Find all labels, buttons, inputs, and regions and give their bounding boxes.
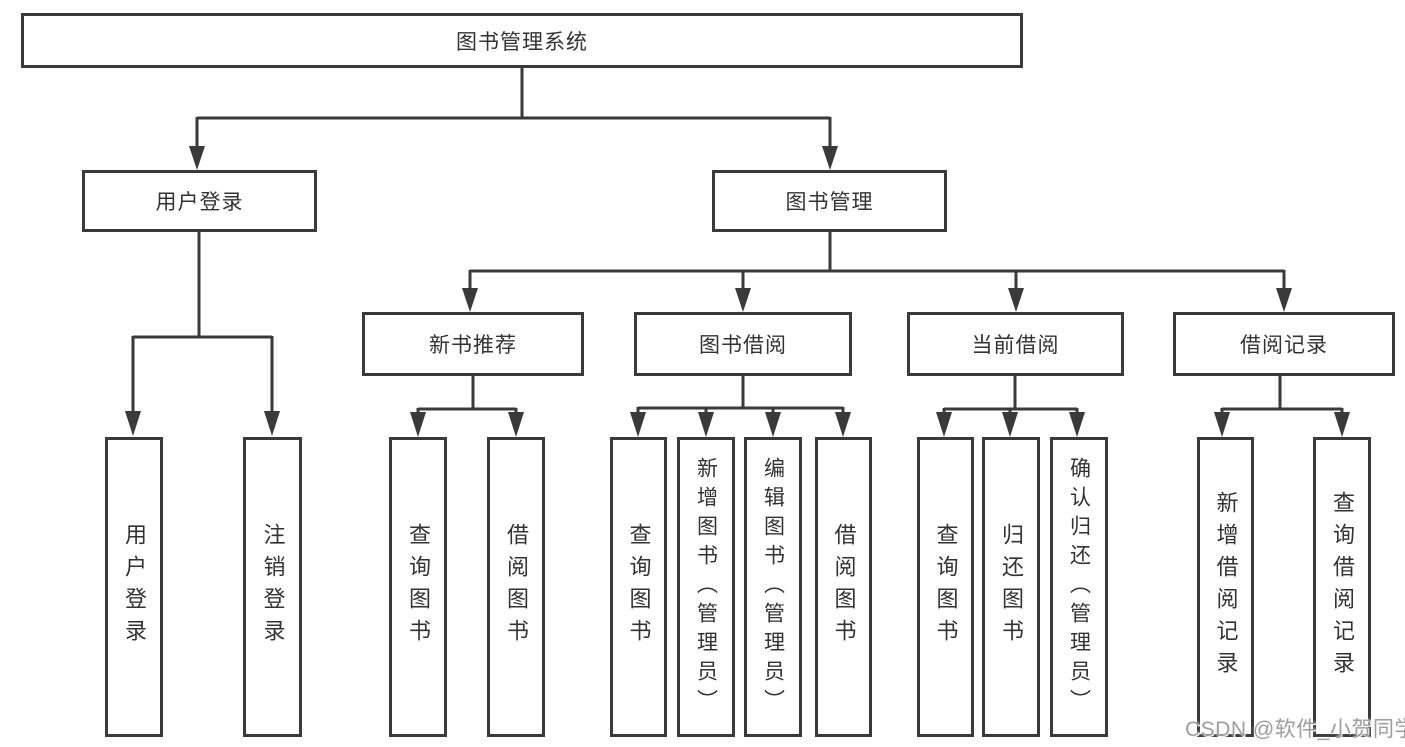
leaf-return-books-label: 归还图书	[999, 523, 1024, 651]
node-borrow-records: 借阅记录	[1173, 312, 1395, 376]
leaf-edit-books-admin: 编辑图书（管理员）	[744, 437, 802, 737]
leaf-recommend-query-books: 查询图书	[389, 437, 447, 737]
leaf-current-query-books: 查询图书	[917, 437, 974, 737]
leaf-current-query-books-label: 查询图书	[933, 523, 959, 651]
leaf-borrow-query-books-label: 查询图书	[626, 523, 652, 651]
node-new-book-recommend: 新书推荐	[362, 312, 584, 376]
leaf-recommend-borrow-books-label: 借阅图书	[504, 523, 529, 651]
leaf-recommend-borrow-books: 借阅图书	[487, 437, 545, 737]
leaf-recommend-query-books-label: 查询图书	[406, 523, 431, 651]
leaf-borrow-query-books: 查询图书	[610, 437, 667, 737]
leaf-return-books: 归还图书	[982, 437, 1040, 737]
leaf-borrow-books-label: 借阅图书	[831, 523, 857, 651]
leaf-confirm-return-admin-label: 确认归还（管理员）	[1067, 456, 1091, 718]
leaf-query-borrow-record-label: 查询借阅记录	[1330, 491, 1355, 683]
node-user-login: 用户登录	[82, 170, 317, 232]
node-book-management-label: 图书管理	[785, 191, 874, 214]
leaf-user-login: 用户登录	[105, 437, 163, 737]
node-book-management: 图书管理	[712, 170, 947, 232]
node-book-borrow: 图书借阅	[634, 312, 852, 376]
node-book-borrow-label: 图书借阅	[699, 334, 787, 357]
leaf-query-borrow-record: 查询借阅记录	[1313, 437, 1371, 737]
node-current-borrow: 当前借阅	[907, 312, 1124, 376]
leaf-user-login-label: 用户登录	[122, 523, 147, 651]
leaf-logout-label: 注销登录	[260, 523, 286, 651]
leaf-edit-books-admin-label: 编辑图书（管理员）	[761, 456, 785, 718]
leaf-add-borrow-record-label: 新增借阅记录	[1213, 491, 1239, 683]
node-root-label: 图书管理系统	[456, 30, 588, 54]
leaf-add-books-admin-label: 新增图书（管理员）	[694, 456, 718, 718]
node-root-library-system: 图书管理系统	[21, 13, 1023, 68]
leaf-borrow-books: 借阅图书	[815, 437, 872, 737]
node-new-book-recommend-label: 新书推荐	[429, 334, 517, 357]
node-user-login-label: 用户登录	[155, 191, 244, 214]
leaf-add-books-admin: 新增图书（管理员）	[677, 437, 735, 737]
leaf-logout: 注销登录	[243, 437, 302, 737]
leaf-confirm-return-admin: 确认归还（管理员）	[1050, 437, 1108, 737]
leaf-add-borrow-record: 新增借阅记录	[1197, 437, 1254, 737]
node-current-borrow-label: 当前借阅	[971, 334, 1060, 357]
csdn-watermark: CSDN @软件_小贺同学	[1185, 718, 1405, 741]
node-borrow-records-label: 借阅记录	[1240, 334, 1328, 357]
